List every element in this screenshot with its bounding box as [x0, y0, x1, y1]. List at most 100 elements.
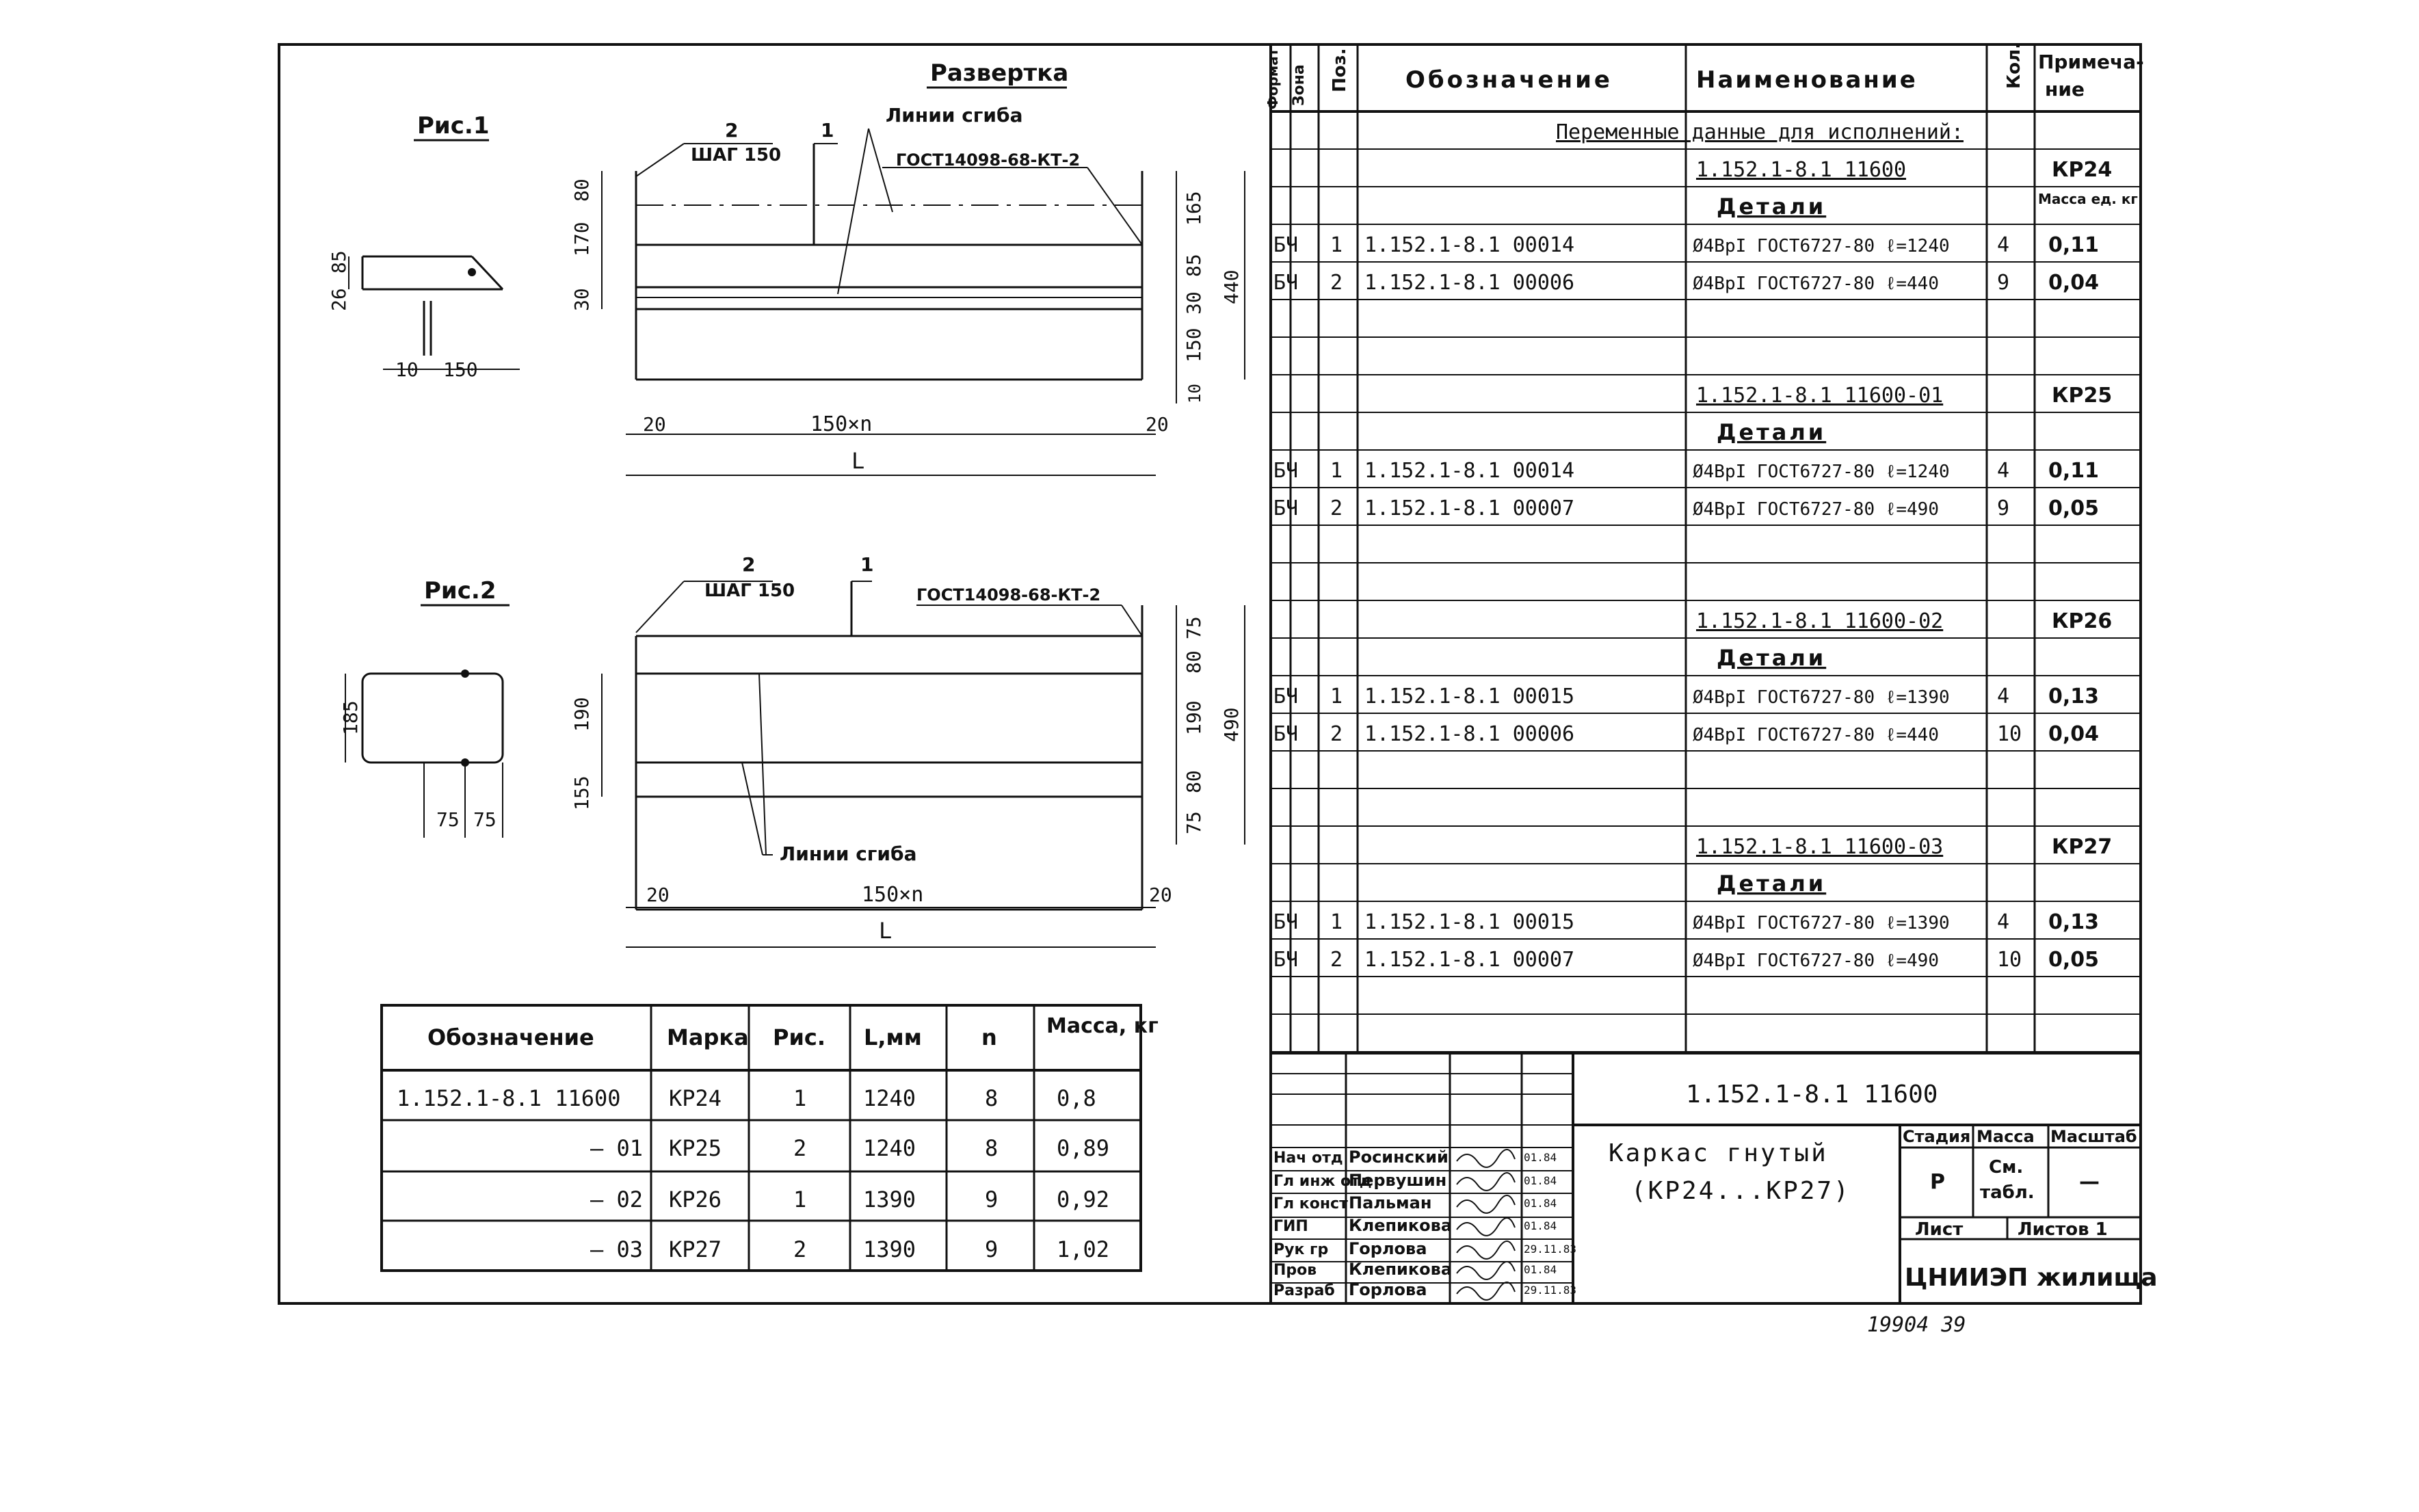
fig1-dim-20b: 20 — [1146, 413, 1169, 436]
spec-cell: 4 — [1997, 233, 2009, 257]
bt-cell: 2 — [793, 1236, 806, 1262]
spec-cell: 1.152.1-8.1 00007 — [1364, 948, 1574, 972]
tb-mass-a: См. — [1989, 1157, 2023, 1178]
signer-name: Пальман — [1349, 1193, 1431, 1212]
bt-cell: 1 — [793, 1186, 806, 1212]
spec-cell: БЧ — [1273, 722, 1298, 746]
spec-variable-header: Переменные данные для исполнений: — [1556, 120, 1964, 144]
bt-header-0: Обозначение — [427, 1024, 594, 1050]
spec-details-label: Детали — [1717, 419, 1826, 445]
tb-sheets-label: Листов 1 — [2018, 1219, 2108, 1240]
fig2-cross-section — [345, 669, 504, 838]
bt-cell: 0,8 — [1057, 1085, 1096, 1111]
tb-scale-label: Масштаб — [2050, 1127, 2137, 1146]
fig2-title: Рис.2 — [424, 577, 496, 605]
spec-cell: 0,11 — [2048, 233, 2099, 257]
spec-col-designation: Обозначение — [1405, 66, 1613, 94]
fig1-dim-30: 30 — [570, 288, 593, 311]
spec-cell: 1.152.1-8.1 00015 — [1364, 910, 1574, 934]
spec-cell: 0,13 — [2048, 685, 2099, 708]
spec-group-doc: 1.152.1-8.1 11600 — [1696, 158, 1906, 182]
spec-cell: Ø4ВрI ГОСТ6727-80 ℓ=1390 — [1693, 913, 1950, 933]
signature-mark — [1456, 1217, 1516, 1236]
signer-date: 01.84 — [1524, 1197, 1557, 1210]
fig2-unfold — [635, 581, 1144, 911]
fig2-dim-80: 80 — [1182, 650, 1205, 674]
signer-name: Горлова — [1349, 1239, 1427, 1258]
spec-group-mark: КР27 — [2052, 835, 2112, 859]
fig1-dim-10: 10 — [1185, 384, 1204, 403]
bottom-table-grid — [380, 1004, 1142, 1272]
bt-cell: 1240 — [863, 1085, 916, 1111]
signature-mark — [1456, 1172, 1516, 1191]
fig1-cross-section — [348, 255, 520, 370]
spec-cell: Ø4ВрI ГОСТ6727-80 ℓ=1240 — [1693, 462, 1950, 482]
fig1-pos1: 1 — [821, 119, 834, 142]
signer-role: Разраб — [1273, 1282, 1335, 1299]
tb-mass-b: табл. — [1980, 1182, 2035, 1203]
spec-cell: 9 — [1997, 496, 2009, 520]
signature-mark — [1456, 1261, 1516, 1280]
spec-group-doc: 1.152.1-8.1 11600-01 — [1696, 384, 1943, 408]
spec-cell: 0,11 — [2048, 459, 2099, 483]
spec-cell: 1.152.1-8.1 00007 — [1364, 496, 1574, 520]
signer-role: Нач отд — [1273, 1150, 1343, 1167]
signature-mark — [1456, 1241, 1516, 1260]
spec-cell: 9 — [1997, 271, 2009, 295]
fig2-dim-150n: 150×n — [862, 883, 923, 907]
bt-cell: 1390 — [863, 1186, 916, 1212]
bt-cell: — 03 — [590, 1236, 643, 1262]
tb-stage: Р — [1930, 1170, 1945, 1194]
bt-cell: 1,02 — [1057, 1236, 1109, 1262]
fig1-sec-dim-26: 26 — [328, 288, 350, 311]
spec-cell: Ø4ВрI ГОСТ6727-80 ℓ=440 — [1693, 725, 1939, 745]
bt-cell: 8 — [985, 1135, 998, 1161]
footer-note: 19904 39 — [1867, 1313, 1966, 1337]
spec-col-qty: Кол. — [2004, 42, 2024, 89]
spec-cell: 1.152.1-8.1 00006 — [1364, 722, 1574, 746]
spec-col-name: Наименование — [1696, 66, 1918, 94]
bt-cell: 0,89 — [1057, 1135, 1109, 1161]
fig2-gost: ГОСТ14098-68-КТ-2 — [916, 585, 1100, 605]
spec-group-mark: КР24 — [2052, 158, 2112, 182]
spec-cell: 0,05 — [2048, 496, 2099, 520]
fig1-gost: ГОСТ14098-68-КТ-2 — [896, 150, 1080, 170]
spec-cell: 10 — [1997, 948, 2022, 972]
bt-cell: 8 — [985, 1085, 998, 1111]
spec-cell: 0,13 — [2048, 910, 2099, 934]
spec-cell: Ø4ВрI ГОСТ6727-80 ℓ=490 — [1693, 499, 1939, 520]
spec-cell: 10 — [1997, 722, 2022, 746]
signer-name: Росинский — [1349, 1148, 1449, 1167]
fig1-dim-150: 150 — [1182, 328, 1205, 362]
spec-cell: 2 — [1330, 496, 1343, 520]
fig1-sec-dim-10: 10 — [395, 358, 419, 381]
spec-cell: 1.152.1-8.1 00006 — [1364, 271, 1574, 295]
bt-cell: КР25 — [669, 1135, 722, 1161]
signature-mark — [1456, 1282, 1516, 1301]
fig2-sec-dim-75b: 75 — [473, 808, 497, 831]
spec-cell: Ø4ВрI ГОСТ6727-80 ℓ=490 — [1693, 951, 1939, 971]
bt-cell: 0,92 — [1057, 1186, 1109, 1212]
fig1-sec-dim-85: 85 — [328, 250, 350, 274]
spec-cell: БЧ — [1273, 459, 1298, 483]
fig1-dim-85: 85 — [1182, 254, 1205, 277]
spec-cell: БЧ — [1273, 233, 1298, 257]
tb-mass-label: Масса — [1977, 1127, 2035, 1146]
spec-cell: Ø4ВрI ГОСТ6727-80 ℓ=440 — [1693, 274, 1939, 294]
spec-cell: 1.152.1-8.1 00014 — [1364, 233, 1574, 257]
fig1-dim-150n: 150×n — [810, 412, 872, 436]
signer-name: Горлова — [1349, 1280, 1427, 1299]
sheet-frame — [278, 43, 2142, 1305]
fig2-dim-L: L — [879, 918, 892, 944]
spec-cell: 1 — [1330, 233, 1343, 257]
signer-name: Клепикова — [1349, 1216, 1452, 1235]
spec-col-note-b: ние — [2045, 78, 2085, 101]
signer-role: Рук гр — [1273, 1241, 1328, 1258]
spec-cell: 4 — [1997, 459, 2009, 483]
signer-date: 01.84 — [1524, 1151, 1557, 1164]
spec-cell: 1.152.1-8.1 00014 — [1364, 459, 1574, 483]
fig2-pos1: 1 — [860, 553, 873, 576]
spec-cell: 2 — [1330, 722, 1343, 746]
